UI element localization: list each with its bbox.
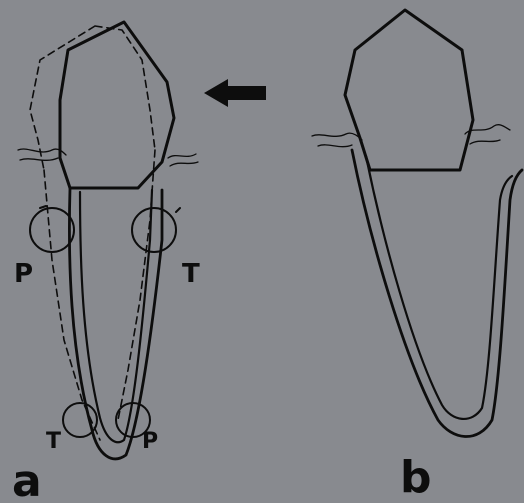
- zone-circle-upper-left: [30, 208, 74, 252]
- panel-b: [312, 10, 522, 437]
- panel-label-b: b: [400, 452, 432, 503]
- crown-b: [345, 10, 473, 170]
- marker-upper-left: P: [14, 259, 33, 289]
- force-arrow-icon: [204, 79, 266, 107]
- gingiva-right-a: [168, 154, 198, 166]
- zone-circle-upper-right: [132, 208, 176, 252]
- zone-circle-lower-left: [63, 403, 97, 437]
- marker-lower-left: T: [46, 429, 61, 454]
- displaced-root-outline: [44, 150, 155, 440]
- displaced-crown-outline: [30, 26, 155, 170]
- panel-label-a: a: [12, 456, 42, 503]
- gingiva-left-b: [312, 133, 362, 147]
- crown-a: [60, 22, 174, 188]
- panel-a: [18, 22, 198, 459]
- marker-upper-right: T: [182, 259, 200, 289]
- marker-lower-right: P: [142, 429, 158, 454]
